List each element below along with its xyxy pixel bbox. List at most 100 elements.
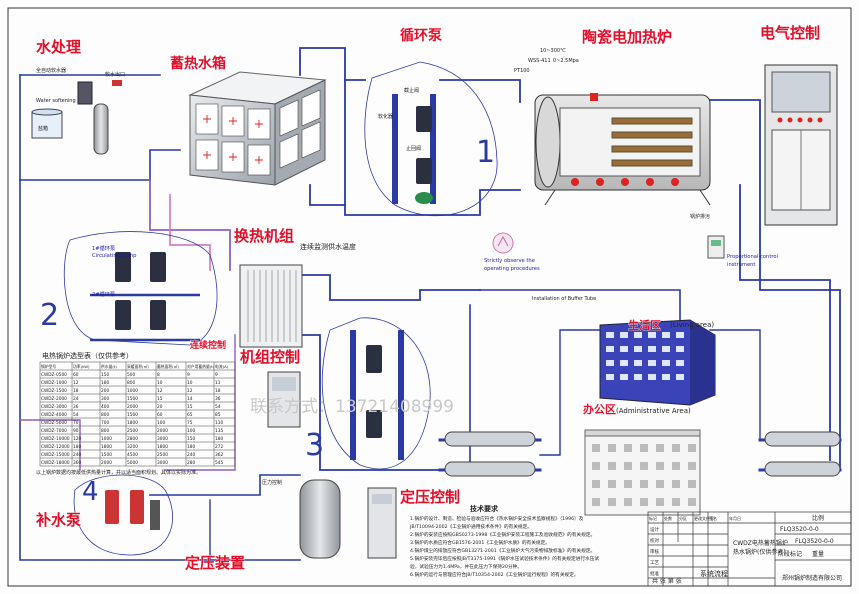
selection-table-cell: 700 [101,420,109,426]
tb-col-header: 处数 [664,515,672,521]
tb-col-header: 分区 [679,515,687,521]
pressure-tank [299,479,397,559]
selection-table: 锅炉型号功率(kW)供水量(t)采暖面积(㎡)蓄热面积(㎡)对户用蓄热量(t)电… [41,364,229,466]
selection-table-cell: 70 [73,420,79,426]
selection-table-cell: 2500 [127,428,138,434]
selection-table-cell: 3000 [157,436,168,442]
pressure-ctrl-label: 压力控制 [262,479,282,486]
water-treatment-area [31,80,122,155]
selection-table-cell: 24 [73,396,79,402]
tb-sheet: 共 张 第 张 [652,577,682,585]
title-living-area: 生活区 [628,318,661,332]
selection-table-cell: 362 [215,452,223,458]
selection-table-cell: CWDZ-1000 [41,380,67,386]
pt100-label: PT100 [514,68,530,74]
selection-table-cell: 1800 [157,444,168,450]
selection-table-cell: CWDZ-3000 [41,404,67,410]
selection-table-cell: CWDZ-5000 [41,420,67,426]
selection-table-cell: 200 [101,388,109,394]
selection-table-cell: 9 [215,372,218,378]
circ-pump-hx-1 [115,252,131,282]
stop-valve-label: 截止阀 [404,87,419,94]
tb-role: 审核 [650,548,659,555]
selection-table-cell: 2000 [157,428,168,434]
selection-table-cell: CWDZ-4000 [41,412,67,418]
selection-table-cell: 14 [187,396,193,402]
selection-table-cell: 1500 [127,396,138,402]
selection-table-cell: 180 [187,444,195,450]
selection-table-cell: 90 [73,428,79,434]
office-area-building [584,429,701,516]
tb-col-header: 年月日 [729,515,741,521]
selection-table-cell: 5000 [127,460,138,466]
tb-col-headers: 标记处数分区更改文件号签名年月日 [649,515,741,521]
selection-table-cell: 18 [215,388,221,394]
selection-table-cell: 280 [187,460,195,466]
selection-table-cell: 180 [73,444,81,450]
selection-table-cell: 800 [101,428,109,434]
selection-table-header: 电流(A) [215,364,229,369]
selection-table-cell: 36 [215,396,221,402]
tb-col-header: 标记 [649,515,657,521]
selection-table-cell: 2000 [101,460,112,466]
selection-table-cell: 150 [187,436,195,442]
tb-weight: 重量 [812,550,824,558]
selection-table-cell: 3200 [127,444,138,450]
heat-exchanger-group [63,231,303,428]
selection-table-cell: 240 [73,452,81,458]
selection-table-cell: 10 [157,380,163,386]
tech-req-line: 3.锅炉的水质应符合GB1576-2001《工业锅炉水质》的有关规定。 [410,539,550,546]
tech-req-line: 6.锅炉的运行与管理应符合JB/T10354-2002《工业锅炉运行规程》的有关… [410,571,579,578]
selection-table-cell: 135 [215,428,223,434]
selection-table-header: 锅炉型号 [41,364,56,369]
softener-small-label: 软化器 [378,113,393,120]
check-valve-label: 止回阀 [406,145,421,152]
makeup-pump-group [73,474,173,556]
contact-watermark: 联系方式：13721408999 [250,397,454,417]
pressure-range-label: 0~2.5Mpa [553,58,579,64]
selection-table-cell: 36 [73,404,79,410]
circulation-pump-group-1 [364,61,498,217]
continuous-monitor-label: 连续监测供水温度 [300,242,356,251]
tb-col-header: 签名 [709,515,717,521]
title-electric-control: 电气控制 [760,24,820,42]
title-office-area: 办公区 [583,402,616,416]
selection-table-cell: 1500 [101,452,112,458]
tb-desc-2: 热水锅炉(仅供参考) [733,548,786,556]
selection-table-cell: 3000 [157,460,168,466]
softener-outlet-label: 软水出口 [105,71,125,78]
title-office-area-en: (Administrative Area) [616,407,691,415]
proportional-line-2: instrument [727,262,755,268]
title-unit-control: 机组控制 [240,348,300,366]
selection-table-cell: 1800 [101,444,112,450]
tb-drawing-no: FLQ3520-0-0 [780,526,819,533]
observe-line-2: operating procedures [484,266,540,272]
salt-box-label: 盐箱 [38,125,48,132]
selection-table-cell: 100 [187,428,195,434]
tb-role: 批准 [650,570,659,577]
makeup-pump-1 [105,490,119,524]
selection-table-cell: 8 [157,372,160,378]
storage-tank [188,71,327,186]
title-living-area-en: (Living area) [670,321,714,329]
title-boiler: 陶瓷电加热炉 [582,28,672,46]
selection-table-header: 对户用蓄热量(t) [187,364,215,369]
selection-table-cell: 54 [73,412,79,418]
selection-table-header: 功率(kW) [73,364,90,369]
selection-table-cell: 1000 [101,436,112,442]
title-storage-tank: 蓄热水箱 [170,55,226,72]
tb-role: 工艺 [650,560,659,566]
tech-req-lines: 1.锅炉的设计、制造、检验与验收应符合《热水锅炉安全技术监察规程》（1996）及… [409,515,599,578]
title-pressure-control: 定压控制 [400,488,460,506]
selection-table-cell: 54 [215,404,221,410]
range-top-label: 10~300℃ [540,48,566,54]
selection-table-cell: 400 [101,404,109,410]
circulation-pump-group-3 [321,317,431,470]
tb-company: 郑州锅炉制造有限公司 [782,574,842,582]
tb-scale: 比例 [812,514,824,522]
tech-req-line: 1.锅炉的设计、制造、检验与验收应符合《热水锅炉安全技术监察规程》（1996）及 [410,515,584,522]
pump1-label: 1#循环泵 [92,244,115,252]
tech-req-line: 2.锅炉的安装应按照GB50273-1998《工业锅炉安装工程施工及验收规范》的… [410,531,595,538]
selection-table-cell: 60 [73,372,79,378]
